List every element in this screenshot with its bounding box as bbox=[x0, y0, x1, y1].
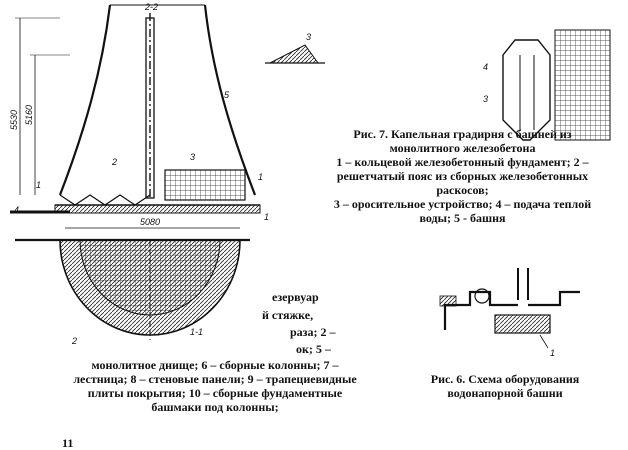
fig7-legend-line3: раскосов; bbox=[436, 183, 489, 197]
partial-legend-line3: плиты покрытия; 10 – сборные фундаментны… bbox=[87, 386, 343, 400]
partial-fragment-2: й стяжке, bbox=[262, 308, 314, 322]
dimension-inner-label: 5160 bbox=[24, 105, 34, 125]
callout-1-left: 1 bbox=[36, 180, 41, 190]
fig7-legend-line2: решетчатый пояс из сборных железобетонны… bbox=[336, 169, 589, 183]
fig7-legend-line1: 1 – кольцевой железобетонный фундамент; … bbox=[336, 155, 589, 169]
partial-fragment-3: раза; 2 – bbox=[290, 325, 336, 339]
partial-fragment-1: езервуар bbox=[272, 290, 319, 304]
tower-elevation bbox=[502, 39, 551, 141]
callout-2: 2 bbox=[111, 157, 117, 167]
callout-4: 4 bbox=[14, 205, 19, 215]
dimension-outer-label: 5530 bbox=[9, 110, 19, 130]
tower-grid-wall bbox=[554, 29, 611, 141]
callout-5: 5 bbox=[224, 90, 230, 100]
partial-legend-line2: лестница; 8 – стеновые панели; 9 – трапе… bbox=[73, 372, 357, 386]
fig7-title-line1: Рис. 7. Капельная градирня с башней из bbox=[353, 127, 572, 141]
lattice-belt bbox=[59, 194, 151, 206]
partial-legend-line4: башмаки под колонны; bbox=[151, 400, 279, 414]
fig7-legend-line4: 3 – оросительное устройство; 4 – подача … bbox=[333, 197, 592, 211]
fig7-legend-line5: воды; 5 - башня bbox=[419, 211, 506, 225]
section-mark-2-2: 2-2 bbox=[144, 2, 158, 12]
central-mast bbox=[145, 17, 155, 199]
partial-legend-line1: монолитное днище; 6 – сборные колонны; 7… bbox=[91, 358, 339, 372]
callout-1-base: 1 bbox=[264, 212, 269, 222]
scheme-callout-1: 1 bbox=[550, 348, 555, 358]
small-detail-callout: 3 bbox=[306, 32, 311, 42]
dimension-base-label: 5080 bbox=[140, 217, 160, 227]
fig7-caption: Рис. 7. Капельная градирня с башней из м… bbox=[300, 127, 625, 225]
fig6-title-line2: водонапорной башни bbox=[447, 386, 563, 400]
callout-2-plan: 2 bbox=[71, 336, 77, 346]
fig6-title-line1: Рис. 6. Схема оборудования bbox=[430, 372, 580, 386]
tower-shell-right bbox=[203, 4, 257, 196]
callout-3: 3 bbox=[190, 152, 195, 162]
fig6-caption: Рис. 6. Схема оборудования водонапорной … bbox=[405, 372, 605, 400]
scheme-foundation bbox=[494, 314, 551, 334]
tower-callout-4: 4 bbox=[483, 62, 488, 72]
section-label-1-1: 1-1 bbox=[190, 327, 203, 337]
callout-1-right: 1 bbox=[258, 172, 263, 182]
small-detail-slope bbox=[269, 44, 319, 64]
partial-fragment-4: ок; 5 – bbox=[296, 342, 331, 356]
scheme-pipe-right bbox=[528, 290, 580, 307]
irrigation-grid bbox=[164, 169, 246, 201]
tower-callout-3: 3 bbox=[483, 94, 488, 104]
partial-cut-fragment: 11 bbox=[62, 436, 74, 450]
partial-legend: монолитное днище; 6 – сборные колонны; 7… bbox=[40, 358, 390, 414]
foundation bbox=[54, 204, 261, 214]
tower-shell-left bbox=[58, 4, 112, 196]
fig7-title-line2: монолитного железобетона bbox=[389, 141, 536, 155]
